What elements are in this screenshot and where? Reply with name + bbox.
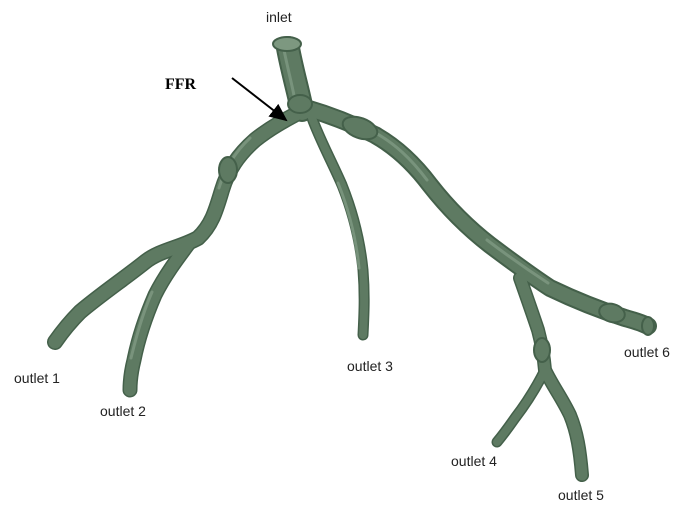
outlet1-label: outlet 1 bbox=[14, 371, 60, 385]
outlet4-label: outlet 4 bbox=[451, 454, 497, 468]
inlet-label: inlet bbox=[266, 10, 292, 24]
ffr-arrow bbox=[232, 78, 286, 120]
ffr-label: FFR bbox=[165, 77, 196, 93]
outlet2-label: outlet 2 bbox=[100, 404, 146, 418]
outlet6-opening bbox=[642, 317, 654, 335]
outlet3-label: outlet 3 bbox=[347, 359, 393, 373]
outlet6-label: outlet 6 bbox=[624, 345, 670, 359]
outlet5-label: outlet 5 bbox=[558, 488, 604, 502]
inlet-opening bbox=[273, 37, 301, 51]
